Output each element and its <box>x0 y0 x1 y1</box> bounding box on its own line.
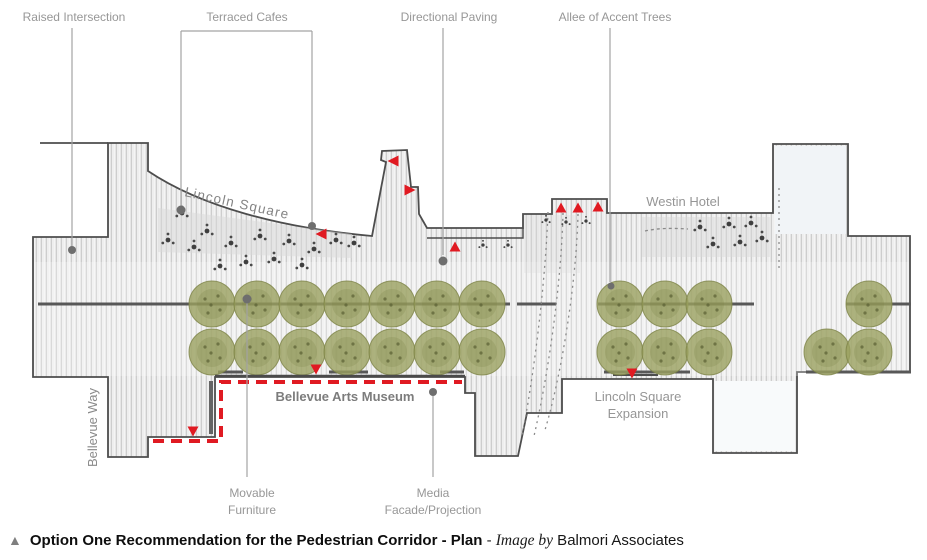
tree <box>641 280 689 328</box>
callout-allee-accent-trees: Allee of Accent Trees <box>559 10 672 24</box>
tree <box>685 328 733 376</box>
leader-dot <box>308 222 316 230</box>
pedestrian-corridor-plan: Raised Intersection Terraced Cafes Direc… <box>23 10 911 517</box>
red-triangle-up <box>572 202 584 213</box>
callout-media-facade-2: Facade/Projection <box>385 503 482 517</box>
tree <box>458 280 506 328</box>
caption-separator: - <box>482 532 496 549</box>
label-lincoln-square-expansion-2: Expansion <box>608 406 669 421</box>
callout-movable-furniture-1: Movable <box>229 486 275 500</box>
cafe-table-cluster <box>733 234 747 247</box>
tree <box>188 328 236 376</box>
cafe-table-cluster <box>239 254 253 267</box>
cafe-table-cluster <box>503 239 513 249</box>
tree <box>641 328 689 376</box>
leader-dot <box>607 282 615 290</box>
leader-dot <box>429 388 437 396</box>
red-triangle-up <box>449 241 461 252</box>
cafe-table-cluster <box>706 236 720 249</box>
tree <box>845 328 893 376</box>
cafe-table-cluster <box>224 235 238 248</box>
allee-dotted-paths <box>521 188 780 437</box>
street-trees <box>188 280 893 376</box>
cafe-table-cluster <box>187 239 201 252</box>
red-triangle-down <box>626 368 638 379</box>
cafe-table-cluster <box>253 228 267 241</box>
cafe-table-cluster <box>478 239 488 249</box>
red-triangle-down <box>310 364 322 375</box>
tree <box>278 280 326 328</box>
movable-furniture-zone-dashed <box>153 380 462 443</box>
callout-media-facade-1: Media <box>417 486 450 500</box>
red-arrow-markers <box>187 155 638 437</box>
callout-movable-furniture-2: Furniture <box>228 503 276 517</box>
paving-edge-line <box>427 228 524 239</box>
label-lincoln-square-expansion-1: Lincoln Square <box>595 389 682 404</box>
cafe-table-cluster <box>541 214 551 224</box>
caption-credit: Image by <box>495 532 554 549</box>
cafe-table-cluster <box>295 257 309 270</box>
cafe-table-cluster <box>561 216 571 226</box>
cafe-table-cluster <box>200 223 214 236</box>
figure-caption: ▲ Option One Recommendation for the Pedes… <box>8 532 918 550</box>
leader-dot <box>176 205 186 215</box>
cafe-table-cluster <box>213 258 227 271</box>
cafe-table-cluster <box>693 219 707 232</box>
tree <box>596 328 644 376</box>
red-triangle-right <box>404 184 416 196</box>
callout-terraced-cafes: Terraced Cafes <box>206 10 287 24</box>
cafe-table-cluster <box>581 215 591 225</box>
red-triangle-left <box>387 155 399 167</box>
tree <box>413 280 461 328</box>
tree <box>845 280 893 328</box>
cafe-table-cluster <box>755 230 769 243</box>
cafe-table-cluster <box>307 241 321 254</box>
label-bellevue-way: Bellevue Way <box>85 388 100 467</box>
tree <box>323 280 371 328</box>
tree <box>803 328 851 376</box>
caption-triangle-icon: ▲ <box>8 532 22 548</box>
callout-leader-lines <box>68 28 615 477</box>
leader-dot <box>68 246 76 254</box>
caption-credit-name: Balmori Associates <box>553 532 684 549</box>
red-triangle-up <box>555 202 567 213</box>
tree <box>233 328 281 376</box>
tree <box>323 328 371 376</box>
tree <box>188 280 236 328</box>
tree <box>368 280 416 328</box>
south-building-footprint <box>715 381 795 451</box>
tree <box>596 280 644 328</box>
cafe-table-cluster <box>282 233 296 246</box>
leader-dot <box>438 256 448 266</box>
label-bellevue-arts-museum: Bellevue Arts Museum <box>276 389 415 404</box>
tree <box>458 328 506 376</box>
red-triangle-up <box>592 201 604 212</box>
cafe-table-cluster <box>329 232 343 245</box>
leader-dot <box>242 294 252 304</box>
tree <box>233 280 281 328</box>
callout-directional-paving: Directional Paving <box>401 10 498 24</box>
cafe-table-cluster <box>347 235 361 248</box>
tree <box>368 328 416 376</box>
caption-title: Option One Recommendation for the Pedest… <box>29 532 483 549</box>
tree <box>413 328 461 376</box>
cafe-table-cluster <box>722 216 736 229</box>
red-triangle-left <box>315 228 327 240</box>
cafe-table-cluster <box>161 232 175 245</box>
westin-tower-footprint <box>775 146 846 234</box>
callout-raised-intersection: Raised Intersection <box>23 10 126 24</box>
tree <box>685 280 733 328</box>
label-westin-hotel: Westin Hotel <box>646 194 720 209</box>
cafe-furniture-clusters <box>161 205 769 271</box>
cafe-table-cluster <box>744 215 758 228</box>
red-triangle-down <box>187 426 199 437</box>
cafe-table-cluster <box>267 251 281 264</box>
